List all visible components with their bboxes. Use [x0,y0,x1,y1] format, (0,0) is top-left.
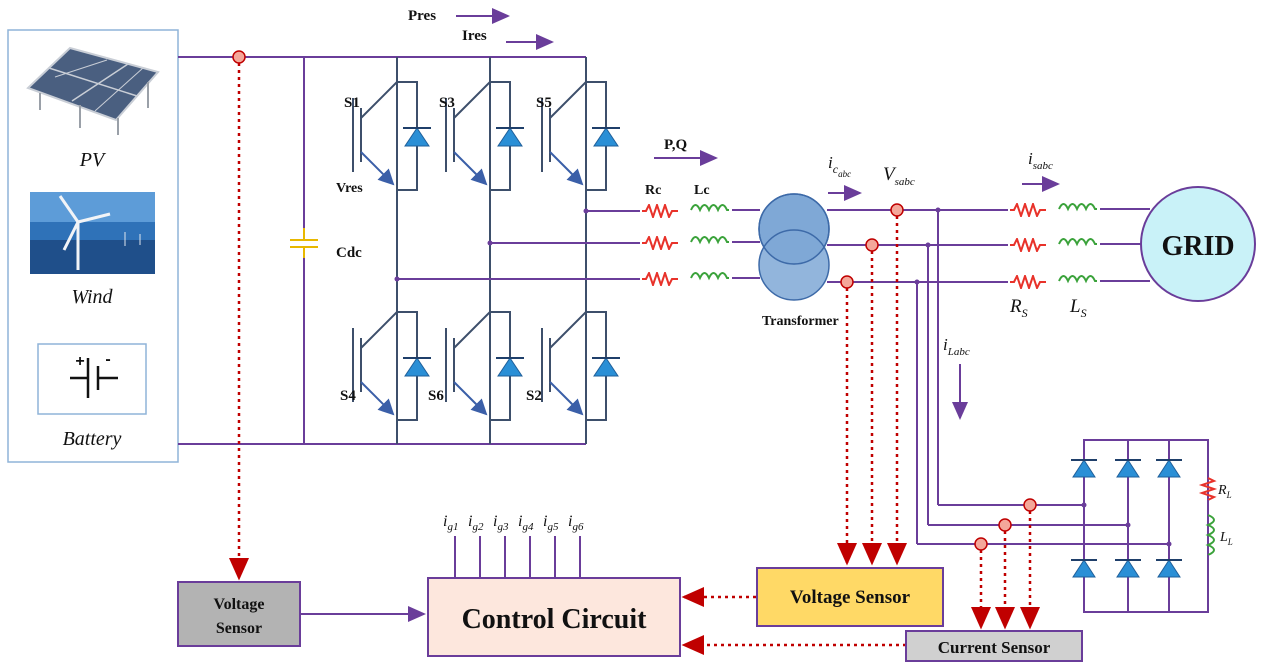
gate-signal-label: ig3 [493,513,509,533]
rectifier-diode [1115,559,1141,578]
voltage-sensor-left-line2: Sensor [216,620,262,637]
ic-label: icabc [828,153,851,179]
s4-label: S4 [340,388,356,404]
s6-switch [445,300,524,421]
diode-rectifier-load [1071,439,1218,613]
dc-bus: Cdc [178,56,586,445]
pres-label: Pres [408,8,436,24]
lc-label: Lc [694,183,710,198]
filter-rc-lc [640,203,760,286]
svg-text:LS: LS [1069,296,1087,320]
pv-panel-icon [26,46,160,135]
vres-label: Vres [336,181,363,196]
voltage-sensor-right-label: Voltage Sensor [790,587,911,608]
rc-label: Rc [645,183,661,198]
s6-label: S6 [428,388,444,404]
current-sensor-label: Current Sensor [938,638,1051,657]
ll-label: LL [1219,530,1233,547]
transformer-label: Transformer [762,314,839,329]
battery-label: Battery [63,428,122,450]
control-circuit: Control Circuit [427,577,681,657]
wind-label: Wind [71,286,113,308]
gate-signal-label: ig5 [543,513,559,533]
pv-label: PV [79,149,107,171]
svg-text:iLabc: iLabc [943,335,970,358]
dc-voltage-node [232,50,246,64]
s2-switch [541,300,620,421]
svg-text:icabc: icabc [828,153,851,179]
svg-text:-: - [105,351,110,368]
s3-switch [445,70,524,191]
il-label: iLabc [943,335,970,358]
is-label: isabc [1028,149,1053,172]
wind-turbine-icon [30,192,155,274]
s5-label: S5 [536,95,552,111]
voltage-sensor-left: Voltage Sensor [177,581,301,647]
svg-text:LL: LL [1219,530,1233,547]
s5-switch [541,70,620,191]
svg-text:Vsabc: Vsabc [883,164,915,188]
s2-label: S2 [526,388,542,404]
s3-label: S3 [439,95,455,111]
gate-signal-label: ig4 [518,513,534,533]
svg-text:+: + [75,353,84,370]
transformer [758,193,830,301]
rs-label: RS [1009,296,1028,320]
voltage-sensor-left-line1: Voltage [214,596,265,613]
svg-text:RL: RL [1217,483,1232,500]
s1-label: S1 [344,95,360,111]
rectifier-diode [1115,459,1141,478]
dc-link-capacitor [290,228,318,258]
control-circuit-label: Control Circuit [462,604,648,635]
gate-signal-label: ig1 [443,513,458,533]
gate-signal-label: ig2 [468,513,484,533]
rl-label: RL [1217,483,1232,500]
grid-label: GRID [1161,231,1234,262]
signal-lines [229,63,1040,655]
svg-text:RS: RS [1009,296,1028,320]
grid-source: GRID [1140,186,1256,302]
gate-signal-label: ig6 [568,513,584,533]
pq-label: P,Q [664,137,688,153]
inverter-legs [352,57,620,444]
s1-switch [352,70,431,191]
rectifier-diode [1071,559,1097,578]
ls-label: LS [1069,296,1087,320]
rectifier-diode [1071,459,1097,478]
current-sensor: Current Sensor [905,630,1083,662]
rectifier-diode [1156,559,1182,578]
cdc-label: Cdc [336,245,362,261]
rectifier-diode [1156,459,1182,478]
s4-switch [352,300,431,421]
ires-label: Ires [462,28,487,44]
gate-signals: ig1 ig2 ig3 ig4 ig5 ig6 [443,513,584,578]
load-branch [914,207,1169,545]
voltage-sensor-right: Voltage Sensor [756,567,944,627]
source-panel: PV Wind + - Battery [7,29,179,463]
battery-icon: + - [37,343,147,415]
vs-label: Vsabc [883,164,915,188]
svg-text:isabc: isabc [1028,149,1053,172]
